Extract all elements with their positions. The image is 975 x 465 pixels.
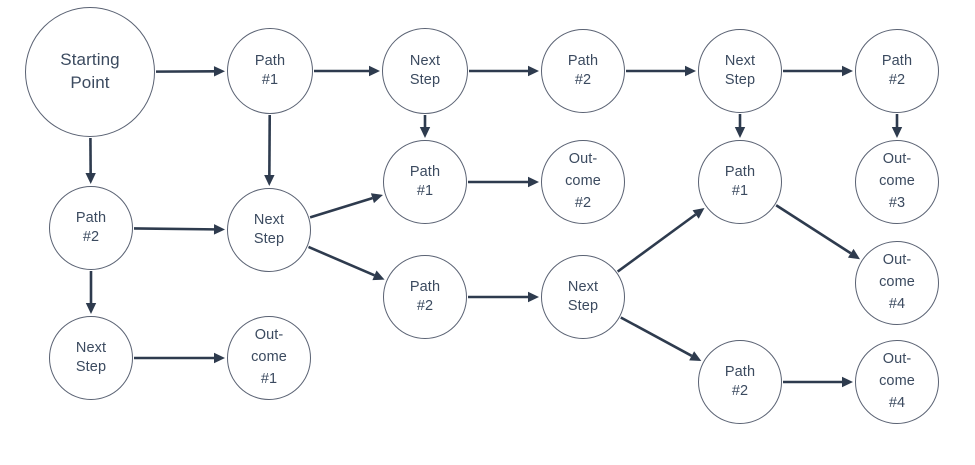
node-n9[interactable]: Out- come #2 [541, 140, 625, 224]
node-label: Path #2 [724, 363, 756, 399]
node-label: Next Step [75, 339, 107, 375]
node-label: Path #2 [881, 52, 913, 88]
edge-path-1-to-outcome-2 [468, 176, 539, 188]
arrowhead-icon [689, 351, 702, 362]
arrowhead-icon [528, 291, 539, 303]
arrowhead-icon [685, 65, 696, 77]
arrowhead-icon [891, 127, 903, 138]
arrowhead-icon [842, 376, 853, 388]
edge-path-1-to-next-step [314, 65, 380, 77]
edge-path-1-to-outcome-4 [775, 204, 860, 260]
node-label: Path #2 [567, 52, 599, 88]
arrowhead-icon [692, 208, 705, 219]
arrowhead-icon [214, 352, 225, 364]
node-label: Path #1 [724, 163, 756, 199]
arrowhead-icon [264, 174, 275, 186]
node-label: Out- come #4 [879, 252, 915, 312]
edge-path-2-to-outcome-3 [891, 114, 903, 138]
edge-path-2-to-next-step [626, 65, 696, 77]
node-n8[interactable]: Path #1 [383, 140, 467, 224]
edge-starting-point-to-path-2 [85, 137, 96, 184]
node-label: Out- come #2 [565, 151, 601, 211]
edge-next-step-to-path-2 [469, 65, 539, 77]
edge-path-2-to-next-step-row3b [468, 291, 539, 303]
edge-path-1-to-next-step-row2 [264, 114, 275, 186]
arrowhead-icon [213, 66, 225, 77]
edge-next-step-to-path-1-right [734, 114, 746, 138]
node-label: Path #1 [409, 163, 441, 199]
node-n3[interactable]: Path #2 [541, 29, 625, 113]
arrowhead-icon [85, 172, 96, 184]
node-label: Path #2 [409, 278, 441, 314]
edge-next-step-to-path-2-down-diagonal [620, 316, 702, 362]
edge-starting-point-to-path-1 [155, 66, 225, 77]
node-label: Out- come #3 [879, 151, 915, 211]
node-label: Next Step [567, 278, 599, 314]
node-n15[interactable]: Next Step [541, 255, 625, 339]
arrowhead-icon [370, 193, 383, 204]
edge-next-step-to-path-1-diagonal [309, 193, 383, 219]
node-n0[interactable]: Starting Point [25, 7, 155, 137]
arrowhead-icon [372, 270, 385, 281]
arrowhead-icon [528, 65, 539, 77]
arrowhead-icon [847, 248, 860, 260]
edge-next-step-to-outcome-1 [134, 352, 225, 364]
edge-next-step-to-path-1-up-diagonal [616, 208, 705, 273]
edge-path-2-to-next-step-row3 [85, 271, 97, 314]
arrowhead-icon [734, 127, 746, 138]
node-label: Next Step [724, 52, 756, 88]
node-n1[interactable]: Path #1 [227, 28, 313, 114]
node-n10[interactable]: Path #1 [698, 140, 782, 224]
node-n14[interactable]: Path #2 [383, 255, 467, 339]
arrowhead-icon [369, 65, 380, 77]
edge-path-2-to-outcome-4-bottom [783, 376, 853, 388]
edge-next-step-to-path-2-diagonal [307, 245, 385, 281]
node-label: Next Step [253, 211, 285, 247]
node-n11[interactable]: Out- come #3 [855, 140, 939, 224]
node-n12[interactable]: Next Step [49, 316, 133, 400]
node-n5[interactable]: Path #2 [855, 29, 939, 113]
node-n6[interactable]: Path #2 [49, 186, 133, 270]
node-label: Starting Point [60, 50, 120, 92]
node-n13[interactable]: Out- come #1 [227, 316, 311, 400]
node-label: Path #1 [254, 52, 286, 88]
edge-next-step-to-path-2-top-right [783, 65, 853, 77]
node-n18[interactable]: Out- come #4 [855, 340, 939, 424]
node-label: Out- come #4 [879, 351, 915, 411]
node-n2[interactable]: Next Step [382, 28, 468, 114]
arrowhead-icon [85, 303, 97, 314]
arrowhead-icon [419, 127, 431, 138]
arrowhead-icon [528, 176, 539, 188]
node-label: Path #2 [75, 209, 107, 245]
node-label: Out- come #1 [251, 327, 287, 387]
arrowhead-icon [842, 65, 853, 77]
node-n7[interactable]: Next Step [227, 188, 311, 272]
node-n17[interactable]: Path #2 [698, 340, 782, 424]
edge-next-step-to-path-1-row2 [419, 115, 431, 138]
edge-path-2-to-next-step-row2 [133, 224, 225, 235]
node-n16[interactable]: Out- come #4 [855, 241, 939, 325]
node-n4[interactable]: Next Step [698, 29, 782, 113]
arrowhead-icon [213, 224, 225, 235]
node-label: Next Step [409, 52, 441, 88]
